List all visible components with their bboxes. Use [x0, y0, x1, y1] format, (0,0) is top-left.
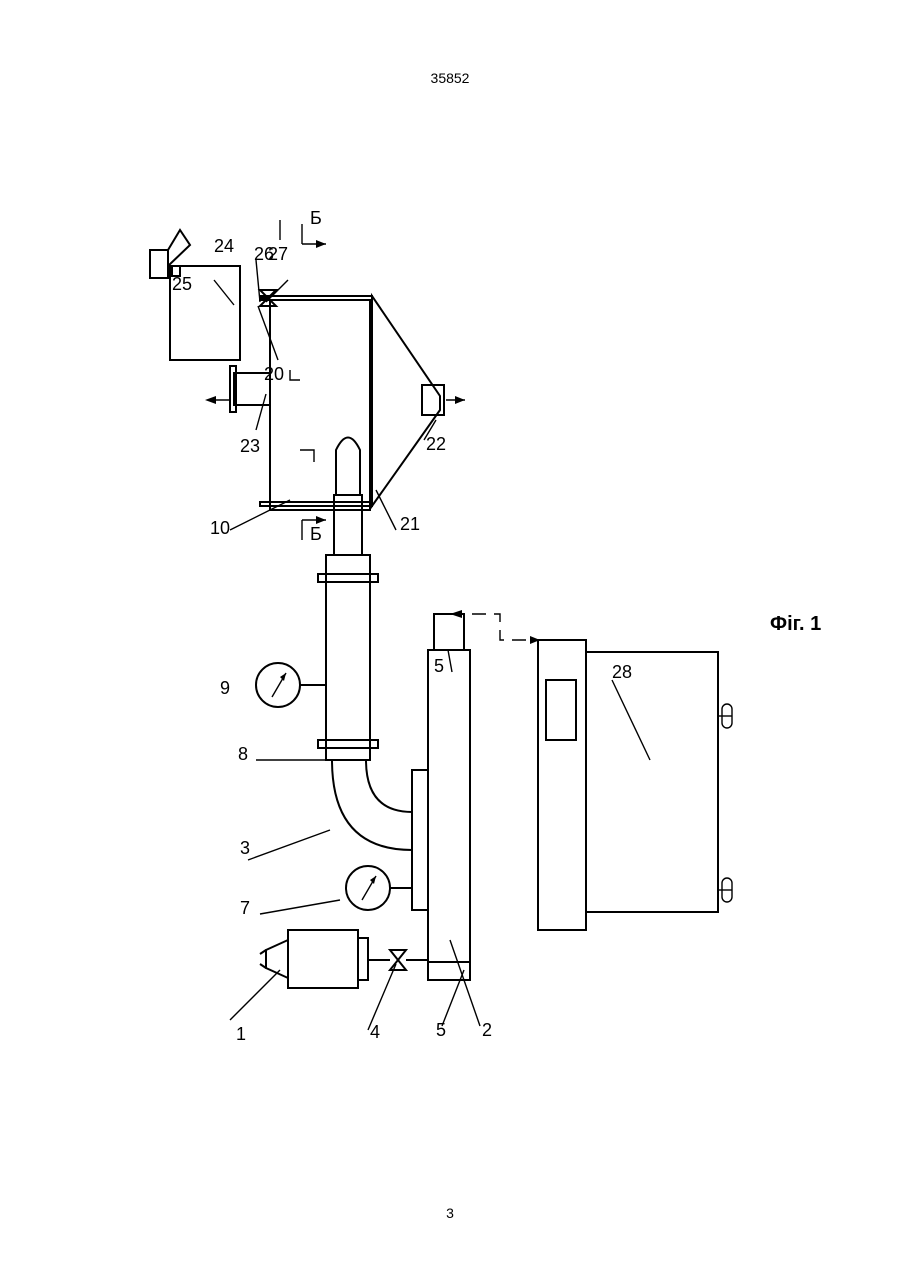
- label-20: 20: [264, 364, 284, 384]
- section-mark-right: Б: [310, 208, 322, 228]
- label-9: 9: [220, 678, 230, 698]
- pressure-gauge-7: [346, 866, 412, 910]
- label-7: 7: [240, 898, 250, 918]
- powder-feeder: [260, 930, 368, 988]
- label-28: 28: [612, 662, 632, 682]
- pipe-3: [332, 760, 412, 850]
- label-4: 4: [370, 1022, 380, 1042]
- label-1: 1: [236, 1024, 246, 1044]
- pressure-gauge-9: [256, 663, 300, 707]
- label-8: 8: [238, 744, 248, 764]
- valve-4: [390, 950, 428, 970]
- label-10: 10: [210, 518, 230, 538]
- chamber-10: [260, 296, 444, 510]
- label-5a: 5: [436, 1020, 446, 1040]
- label-23: 23: [240, 436, 260, 456]
- label-5b: 5: [434, 656, 444, 676]
- section-mark-left: Б: [310, 524, 322, 544]
- label-24: 24: [214, 236, 234, 256]
- power-supply-28: [538, 640, 732, 930]
- label-3: 3: [240, 838, 250, 858]
- nozzle-8: [300, 555, 378, 760]
- page-number: 3: [0, 1205, 900, 1221]
- label-25: 25: [172, 274, 192, 294]
- label-2: 2: [482, 1020, 492, 1040]
- label-21: 21: [400, 514, 420, 534]
- label-27: 27: [268, 244, 288, 264]
- label-22: 22: [426, 434, 446, 454]
- figure-caption: Фіг. 1: [770, 613, 821, 635]
